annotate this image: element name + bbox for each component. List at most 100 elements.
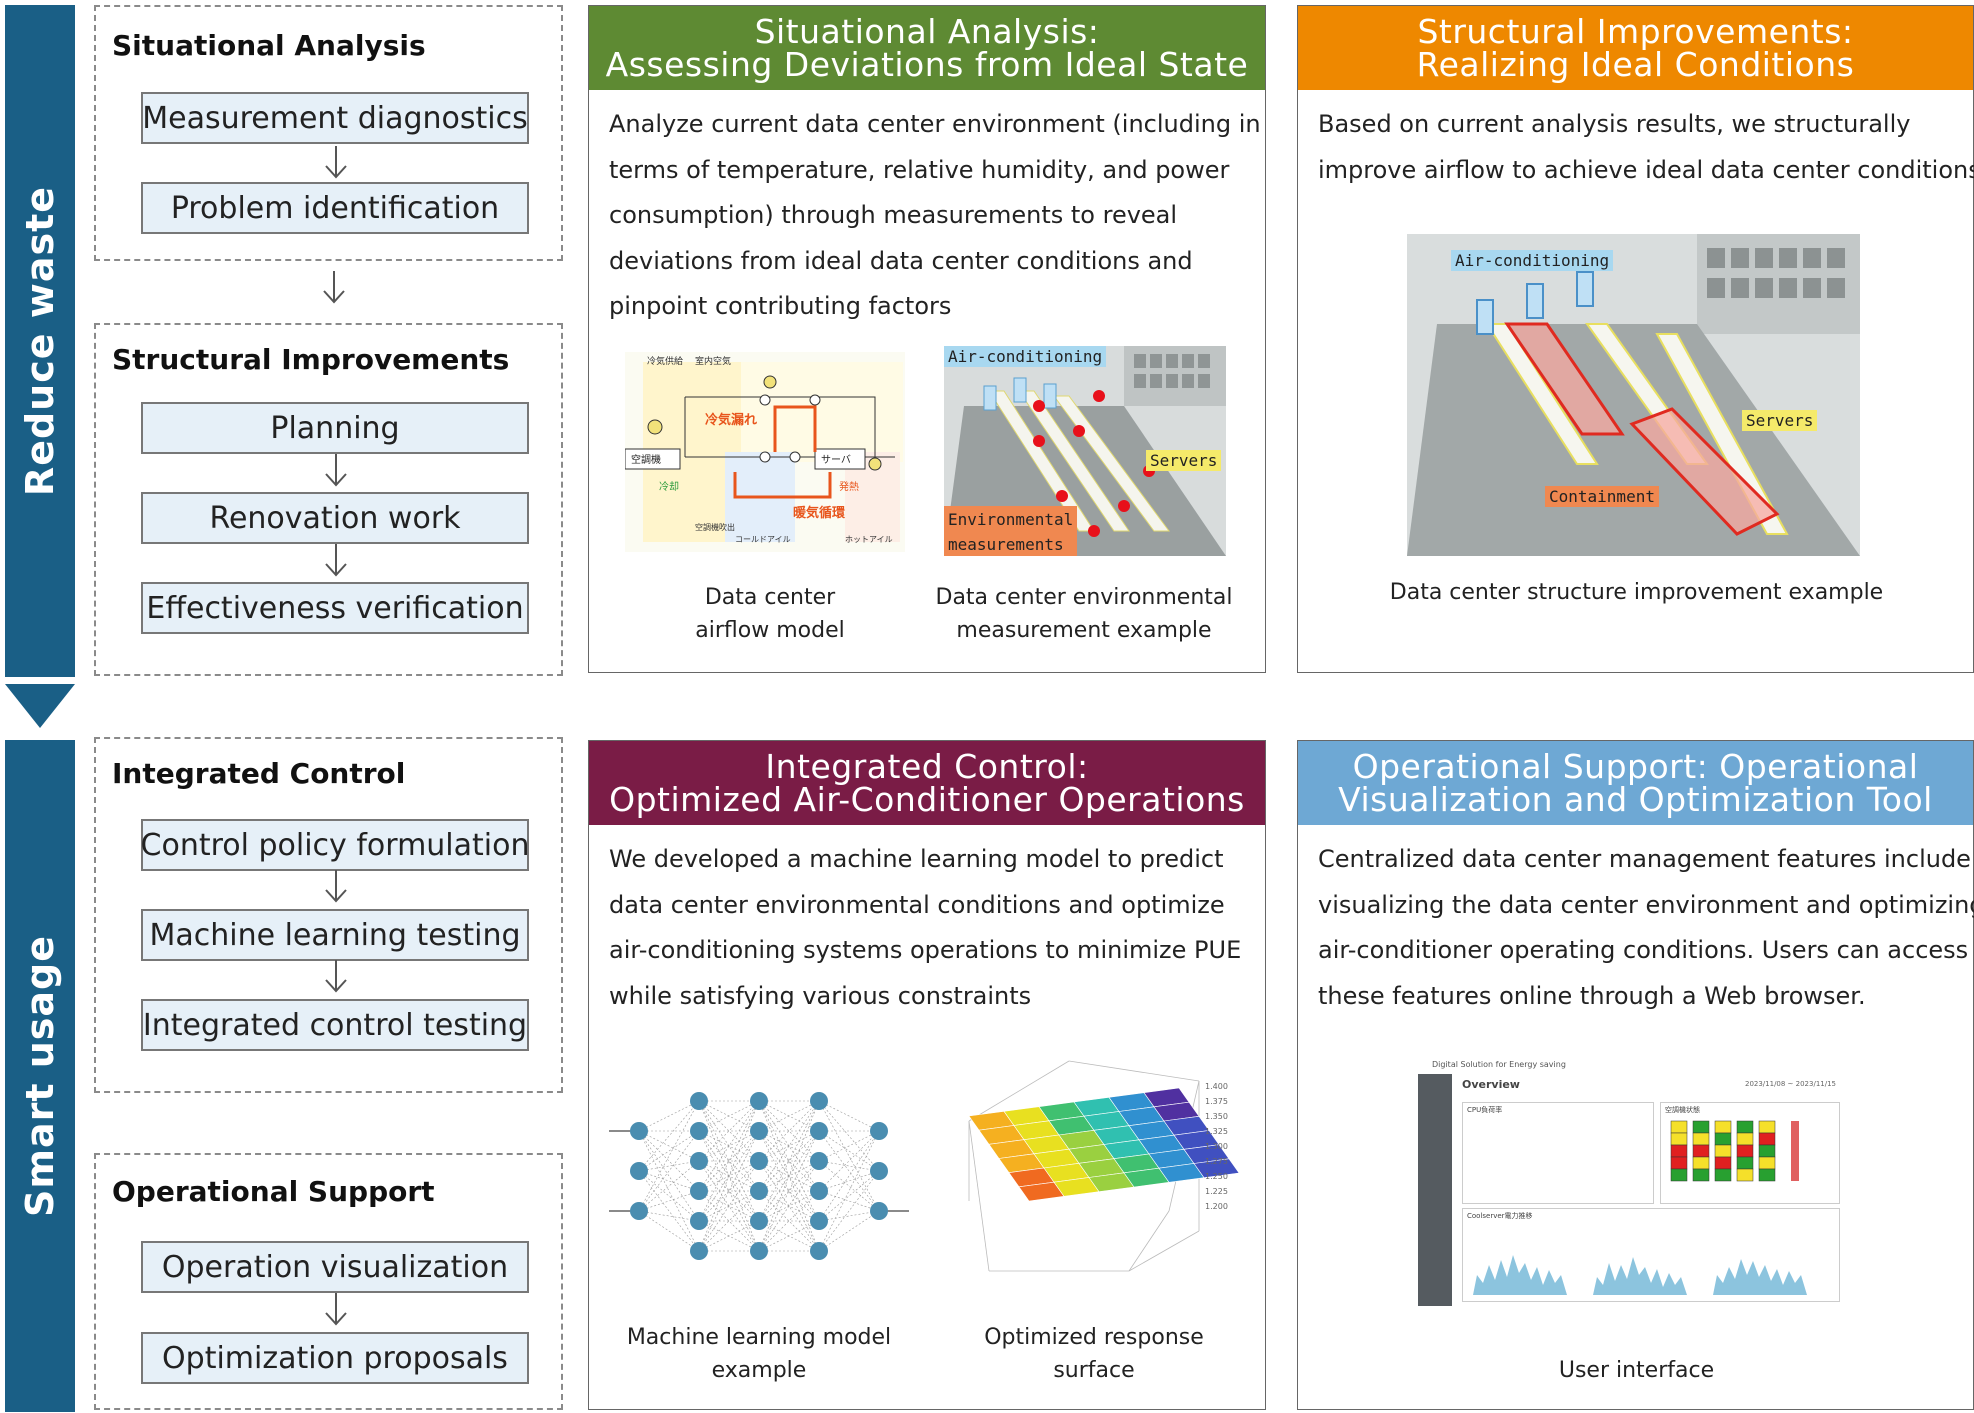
nn-node bbox=[630, 1122, 648, 1140]
body-line: Centralized data center management featu… bbox=[1318, 845, 1971, 873]
flow-operational-support: Operational Support Operation visualizat… bbox=[94, 1153, 563, 1410]
containment-label: Containment bbox=[1545, 486, 1659, 507]
neural-network-image bbox=[609, 1081, 909, 1281]
nn-node bbox=[690, 1242, 708, 1260]
environmental-measurements-label: Environmental measurements bbox=[944, 506, 1078, 556]
flow-integrated-control: Integrated Control Control policy formul… bbox=[94, 737, 563, 1093]
structure-improvement-image: Air-conditioning Servers Containment bbox=[1407, 234, 1860, 556]
nn-node bbox=[870, 1202, 888, 1220]
step-control-policy-formulation: Control policy formulation bbox=[141, 819, 530, 871]
nn-node bbox=[810, 1152, 828, 1170]
caption-ml-model: Machine learning model example bbox=[609, 1321, 909, 1387]
body-line: pinpoint contributing factors bbox=[609, 292, 952, 320]
caption-line: airflow model bbox=[695, 618, 845, 643]
panel-situational-analysis: Situational Analysis: Assessing Deviatio… bbox=[588, 5, 1266, 673]
airflow-model-image: 冷気供給 室内空気 空調機 サーバ 冷気漏れ 暖気循環 冷却 発熱 空調機吹出 … bbox=[625, 352, 905, 552]
jp-label: 暖気循環 bbox=[793, 505, 846, 521]
ui-card-power: Coolserver電力推移 bbox=[1462, 1208, 1840, 1302]
user-interface-image: Digital Solution for Energy saving Overv… bbox=[1418, 1056, 1848, 1306]
down-arrow-icon bbox=[325, 1293, 347, 1326]
body-line: air-conditioner operating conditions. Us… bbox=[1318, 936, 1969, 964]
nn-node bbox=[690, 1122, 708, 1140]
flow-title: Integrated Control bbox=[112, 757, 406, 790]
surface-cell bbox=[1193, 1158, 1240, 1178]
caption-response-surface: Optimized response surface bbox=[959, 1321, 1229, 1387]
ui-card-title: CPU負荷率 bbox=[1467, 1106, 1503, 1114]
panel-integrated-control: Integrated Control: Optimized Air-Condit… bbox=[588, 740, 1266, 1410]
nn-node bbox=[750, 1122, 768, 1140]
step-effectiveness-verification: Effectiveness verification bbox=[141, 582, 529, 634]
jp-label: 室内空気 bbox=[695, 355, 731, 367]
jp-label: 冷却 bbox=[659, 480, 679, 493]
nn-node bbox=[690, 1212, 708, 1230]
body-line: while satisfying various constraints bbox=[609, 981, 1032, 1010]
jp-label: コールドアイル bbox=[735, 535, 791, 544]
servers-label: Servers bbox=[1146, 450, 1222, 471]
nn-node bbox=[750, 1152, 768, 1170]
caption-line: Optimized response bbox=[984, 1325, 1204, 1350]
surface-tick-label: 1.200 bbox=[1205, 1202, 1228, 1211]
flow-title: Structural Improvements bbox=[112, 343, 510, 376]
nn-node bbox=[630, 1202, 648, 1220]
body-line: these features online through a Web brow… bbox=[1318, 981, 1866, 1010]
step-operation-visualization: Operation visualization bbox=[141, 1241, 529, 1293]
panel-title-line1: Situational Analysis: bbox=[754, 12, 1100, 51]
step-planning: Planning bbox=[141, 402, 529, 454]
env-label-line: measurements bbox=[948, 535, 1064, 554]
panel-body: We developed a machine learning model to… bbox=[609, 837, 1241, 1019]
nn-node bbox=[810, 1182, 828, 1200]
nn-node bbox=[750, 1092, 768, 1110]
sidebar-label-smart-usage: Smart usage bbox=[18, 934, 62, 1218]
surface-tick-label: 1.225 bbox=[1205, 1187, 1228, 1196]
panel-operational-support: Operational Support: Operational Visuali… bbox=[1297, 740, 1974, 1410]
body-line: air-conditioning systems operations to m… bbox=[609, 936, 1242, 964]
body-line: data center environmental conditions and… bbox=[609, 890, 1225, 919]
ui-page-title: Overview bbox=[1462, 1078, 1520, 1091]
body-line: Based on current analysis results, we st… bbox=[1318, 110, 1911, 138]
panel-header: Situational Analysis: Assessing Deviatio… bbox=[589, 6, 1265, 90]
ui-card-cpu: CPU負荷率 bbox=[1462, 1102, 1654, 1204]
caption-line: Machine learning model bbox=[626, 1325, 892, 1350]
caption-line: Data center bbox=[704, 585, 836, 610]
body-line: consumption) through measurements to rev… bbox=[609, 201, 1178, 229]
ui-sidebar bbox=[1418, 1074, 1452, 1306]
caption-line: example bbox=[711, 1358, 807, 1383]
nn-node bbox=[630, 1162, 648, 1180]
caption-measurement-example: Data center environmental measurement ex… bbox=[934, 581, 1234, 647]
surface-tick-label: 1.300 bbox=[1205, 1142, 1228, 1151]
nn-node bbox=[690, 1152, 708, 1170]
body-line: deviations from ideal data center condit… bbox=[609, 246, 1193, 275]
surface-tick-label: 1.350 bbox=[1205, 1112, 1228, 1121]
step-measurement-diagnostics: Measurement diagnostics bbox=[141, 92, 529, 144]
step-problem-identification: Problem identification bbox=[141, 182, 529, 234]
jp-label: 冷気漏れ bbox=[705, 412, 757, 428]
body-line: terms of temperature, relative humidity,… bbox=[609, 155, 1230, 184]
panel-title-line2: Assessing Deviations from Ideal State bbox=[605, 45, 1249, 84]
jp-label: 空調機 bbox=[631, 453, 661, 466]
jp-label: サーバ bbox=[821, 454, 851, 466]
step-renovation-work: Renovation work bbox=[141, 492, 529, 544]
caption-line: measurement example bbox=[956, 618, 1212, 643]
nn-node bbox=[810, 1242, 828, 1260]
panel-title-line1: Operational Support: Operational bbox=[1352, 747, 1919, 786]
surface-tick-label: 1.400 bbox=[1205, 1082, 1228, 1091]
ui-app-title: Digital Solution for Energy saving bbox=[1432, 1060, 1566, 1069]
sidebar-reduce-waste: Reduce waste bbox=[5, 5, 75, 677]
body-line: We developed a machine learning model to… bbox=[609, 845, 1224, 873]
jp-label: 発熱 bbox=[839, 480, 859, 493]
nn-node bbox=[750, 1212, 768, 1230]
nn-node bbox=[810, 1092, 828, 1110]
flow-title: Situational Analysis bbox=[112, 29, 426, 62]
jp-label: 冷気供給 bbox=[647, 355, 683, 367]
nn-node bbox=[810, 1212, 828, 1230]
step-integrated-control-testing: Integrated control testing bbox=[141, 999, 529, 1051]
caption-line: surface bbox=[1053, 1358, 1135, 1383]
surface-tick-label: 1.375 bbox=[1205, 1097, 1228, 1106]
panel-title-line2: Optimized Air-Conditioner Operations bbox=[609, 780, 1245, 819]
ui-card-status: 空調機状態 bbox=[1660, 1102, 1840, 1204]
air-conditioning-label: Air-conditioning bbox=[1451, 250, 1614, 271]
ui-card-title: Coolserver電力推移 bbox=[1467, 1212, 1533, 1220]
surface-tick-label: 1.275 bbox=[1205, 1157, 1228, 1166]
env-label-line: Environmental bbox=[948, 510, 1074, 529]
body-line: improve airflow to achieve ideal data ce… bbox=[1318, 155, 1974, 184]
